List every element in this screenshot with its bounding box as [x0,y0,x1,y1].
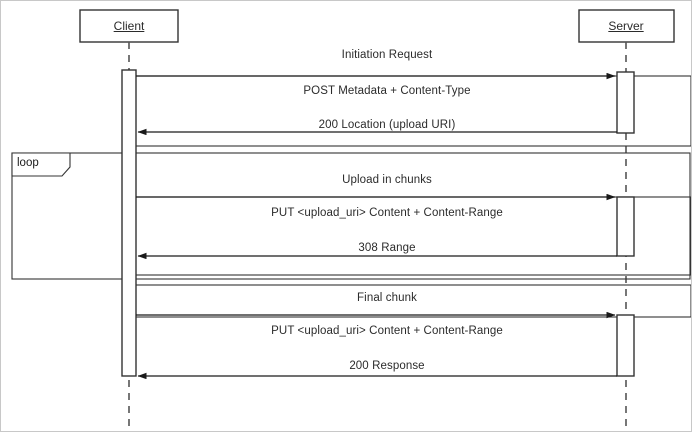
activation-bar-server-initiation [616,71,635,134]
activation-bar-client [121,69,137,377]
participant-label-client: Client [113,19,145,33]
section-label-upload-in-chunks: Upload in chunks [342,174,432,186]
participant-box-client[interactable] [79,9,179,43]
fragment-loop[interactable] [11,152,691,280]
message-label-200-location: 200 Location (upload URI) [318,119,456,131]
participant-label-server: Server [608,19,644,33]
participant-box-server[interactable] [578,9,675,43]
message-label-200-response: 200 Response [349,360,425,372]
activation-bar-server-chunk [616,196,635,257]
activation-bar-server-final [616,314,635,377]
message-label-put-final: PUT <upload_uri> Content + Content-Range [271,325,503,337]
message-label-308-range: 308 Range [358,242,416,254]
message-label-post-metadata: POST Metadata + Content-Type [303,85,471,97]
fragment-loop-tab [11,152,71,177]
message-label-put-chunk: PUT <upload_uri> Content + Content-Range [271,207,503,219]
section-label-initiation-request: Initiation Request [341,49,433,61]
section-label-final-chunk: Final chunk [357,292,417,304]
fragment-loop-label: loop [17,157,39,169]
